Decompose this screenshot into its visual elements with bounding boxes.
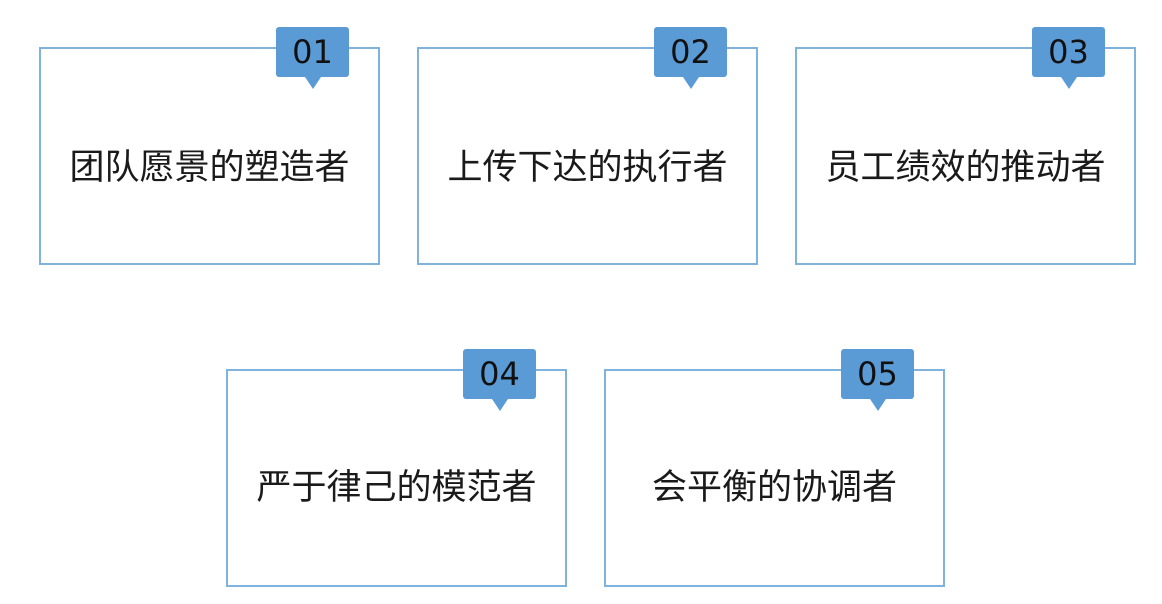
number-badge: 01	[276, 27, 349, 89]
number-badge: 04	[463, 349, 536, 411]
role-card-4: 严于律己的模范者	[226, 369, 567, 587]
role-card-1: 团队愿景的塑造者	[39, 47, 380, 265]
number-badge: 03	[1032, 27, 1105, 89]
role-label: 员工绩效的推动者	[825, 148, 1106, 188]
role-label: 团队愿景的塑造者	[69, 148, 350, 188]
role-label: 上传下达的执行者	[447, 148, 728, 188]
role-label: 严于律己的模范者	[256, 468, 537, 508]
number-badge: 05	[841, 349, 914, 411]
role-label: 会平衡的协调者	[651, 468, 897, 508]
role-card-3: 员工绩效的推动者	[795, 47, 1136, 265]
role-card-2: 上传下达的执行者	[417, 47, 758, 265]
number-badge: 02	[654, 27, 727, 89]
role-card-5: 会平衡的协调者	[604, 369, 945, 587]
